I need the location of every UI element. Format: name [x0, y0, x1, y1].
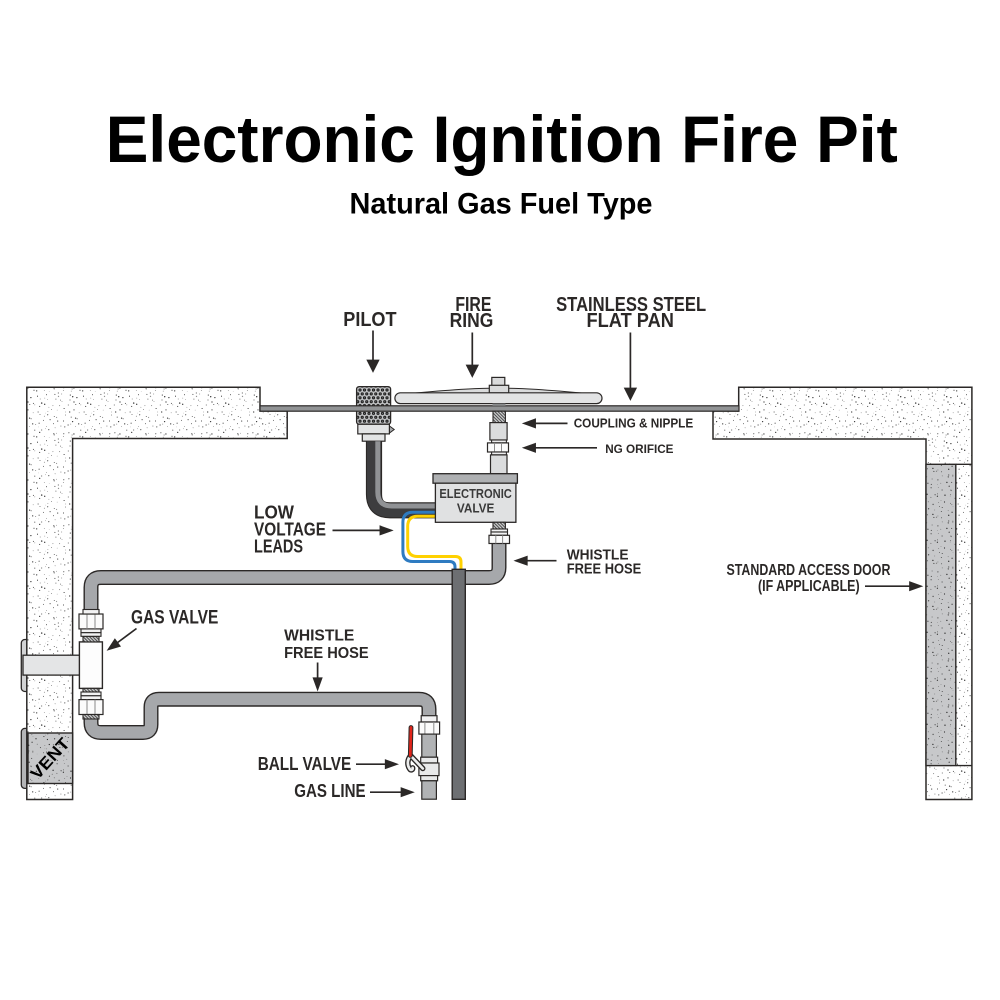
svg-text:FIRE: FIRE [455, 293, 491, 316]
svg-text:ELECTRONIC: ELECTRONIC [439, 486, 512, 501]
svg-text:VOLTAGE: VOLTAGE [254, 519, 326, 540]
svg-text:GAS LINE: GAS LINE [294, 780, 365, 801]
svg-text:Natural Gas Fuel Type: Natural Gas Fuel Type [350, 188, 653, 221]
svg-text:STAINLESS STEEL: STAINLESS STEEL [556, 293, 706, 316]
svg-text:FREE HOSE: FREE HOSE [567, 561, 642, 577]
svg-text:NG ORIFICE: NG ORIFICE [605, 442, 673, 456]
svg-text:Electronic Ignition Fire Pit: Electronic Ignition Fire Pit [106, 102, 898, 176]
svg-text:VALVE: VALVE [457, 501, 495, 516]
svg-text:LEADS: LEADS [254, 536, 303, 557]
svg-text:LOW: LOW [254, 502, 294, 523]
svg-text:RING: RING [450, 309, 494, 332]
svg-text:BALL VALVE: BALL VALVE [258, 753, 352, 774]
svg-text:(IF APPLICABLE): (IF APPLICABLE) [758, 578, 860, 595]
svg-text:GAS VALVE: GAS VALVE [131, 606, 218, 628]
svg-text:STANDARD ACCESS DOOR: STANDARD ACCESS DOOR [727, 562, 891, 579]
svg-text:WHISTLE: WHISTLE [567, 548, 629, 564]
svg-text:PILOT: PILOT [343, 308, 397, 331]
svg-text:FREE HOSE: FREE HOSE [284, 645, 369, 662]
svg-text:FLAT PAN: FLAT PAN [587, 309, 674, 332]
svg-text:WHISTLE: WHISTLE [284, 628, 354, 645]
svg-text:COUPLING & NIPPLE: COUPLING & NIPPLE [574, 416, 694, 431]
